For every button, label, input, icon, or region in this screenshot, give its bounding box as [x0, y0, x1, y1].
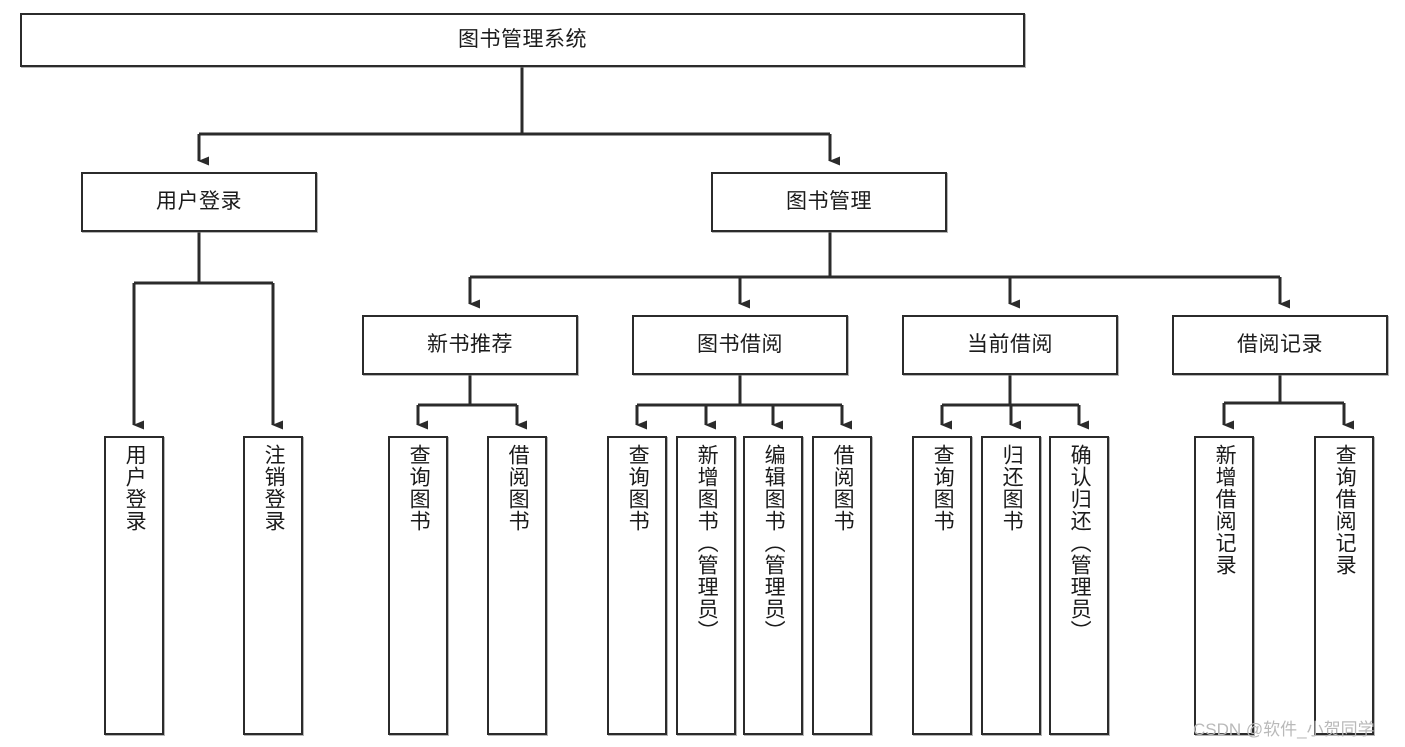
- leaf-borrow-book-recommend[interactable]: 借阅图书: [487, 436, 547, 735]
- node-user-login-label: 用户登录: [156, 189, 242, 213]
- node-new-book-recommend-label: 新书推荐: [427, 332, 513, 356]
- leaf-return-book-label: 归还图书: [1000, 444, 1024, 532]
- csdn-watermark: CSDN @软件_小贺同学: [1193, 720, 1375, 739]
- node-user-login[interactable]: 用户登录: [81, 172, 317, 232]
- leaf-return-book[interactable]: 归还图书: [981, 436, 1041, 735]
- node-book-management-label: 图书管理: [786, 189, 872, 213]
- leaf-query-book-current-label: 查询图书: [931, 444, 955, 532]
- leaf-query-borrow-record-label: 查询借阅记录: [1333, 444, 1357, 576]
- node-borrow-records-label: 借阅记录: [1237, 332, 1323, 356]
- node-root[interactable]: 图书管理系统: [20, 13, 1025, 67]
- leaf-borrow-book-recommend-label: 借阅图书: [506, 444, 530, 532]
- leaf-user-login-label: 用户登录: [123, 444, 147, 532]
- leaf-query-book-recommend-label: 查询图书: [407, 444, 431, 532]
- node-current-borrow[interactable]: 当前借阅: [902, 315, 1118, 375]
- leaf-query-borrow-record[interactable]: 查询借阅记录: [1314, 436, 1374, 735]
- node-new-book-recommend[interactable]: 新书推荐: [362, 315, 578, 375]
- node-root-label: 图书管理系统: [458, 27, 587, 51]
- node-book-borrow[interactable]: 图书借阅: [632, 315, 848, 375]
- leaf-logout[interactable]: 注销登录: [243, 436, 303, 735]
- leaf-query-book-borrow-label: 查询图书: [626, 444, 650, 532]
- leaf-add-borrow-record[interactable]: 新增借阅记录: [1194, 436, 1254, 735]
- leaf-confirm-return-admin[interactable]: 确认归还（管理员）: [1049, 436, 1109, 735]
- node-book-borrow-label: 图书借阅: [697, 332, 783, 356]
- node-borrow-records[interactable]: 借阅记录: [1172, 315, 1388, 375]
- leaf-borrow-book[interactable]: 借阅图书: [812, 436, 872, 735]
- leaf-logout-label: 注销登录: [262, 444, 286, 532]
- leaf-add-book-admin[interactable]: 新增图书（管理员）: [676, 436, 736, 735]
- leaf-confirm-return-admin-label: 确认归还（管理员）: [1068, 444, 1092, 642]
- leaf-add-borrow-record-label: 新增借阅记录: [1213, 444, 1237, 576]
- leaf-borrow-book-label: 借阅图书: [831, 444, 855, 532]
- leaf-edit-book-admin-label: 编辑图书（管理员）: [762, 444, 786, 642]
- node-book-management[interactable]: 图书管理: [711, 172, 947, 232]
- leaf-query-book-borrow[interactable]: 查询图书: [607, 436, 667, 735]
- node-current-borrow-label: 当前借阅: [967, 332, 1053, 356]
- leaf-add-book-admin-label: 新增图书（管理员）: [695, 444, 719, 642]
- leaf-edit-book-admin[interactable]: 编辑图书（管理员）: [743, 436, 803, 735]
- leaf-user-login[interactable]: 用户登录: [104, 436, 164, 735]
- leaf-query-book-current[interactable]: 查询图书: [912, 436, 972, 735]
- leaf-query-book-recommend[interactable]: 查询图书: [388, 436, 448, 735]
